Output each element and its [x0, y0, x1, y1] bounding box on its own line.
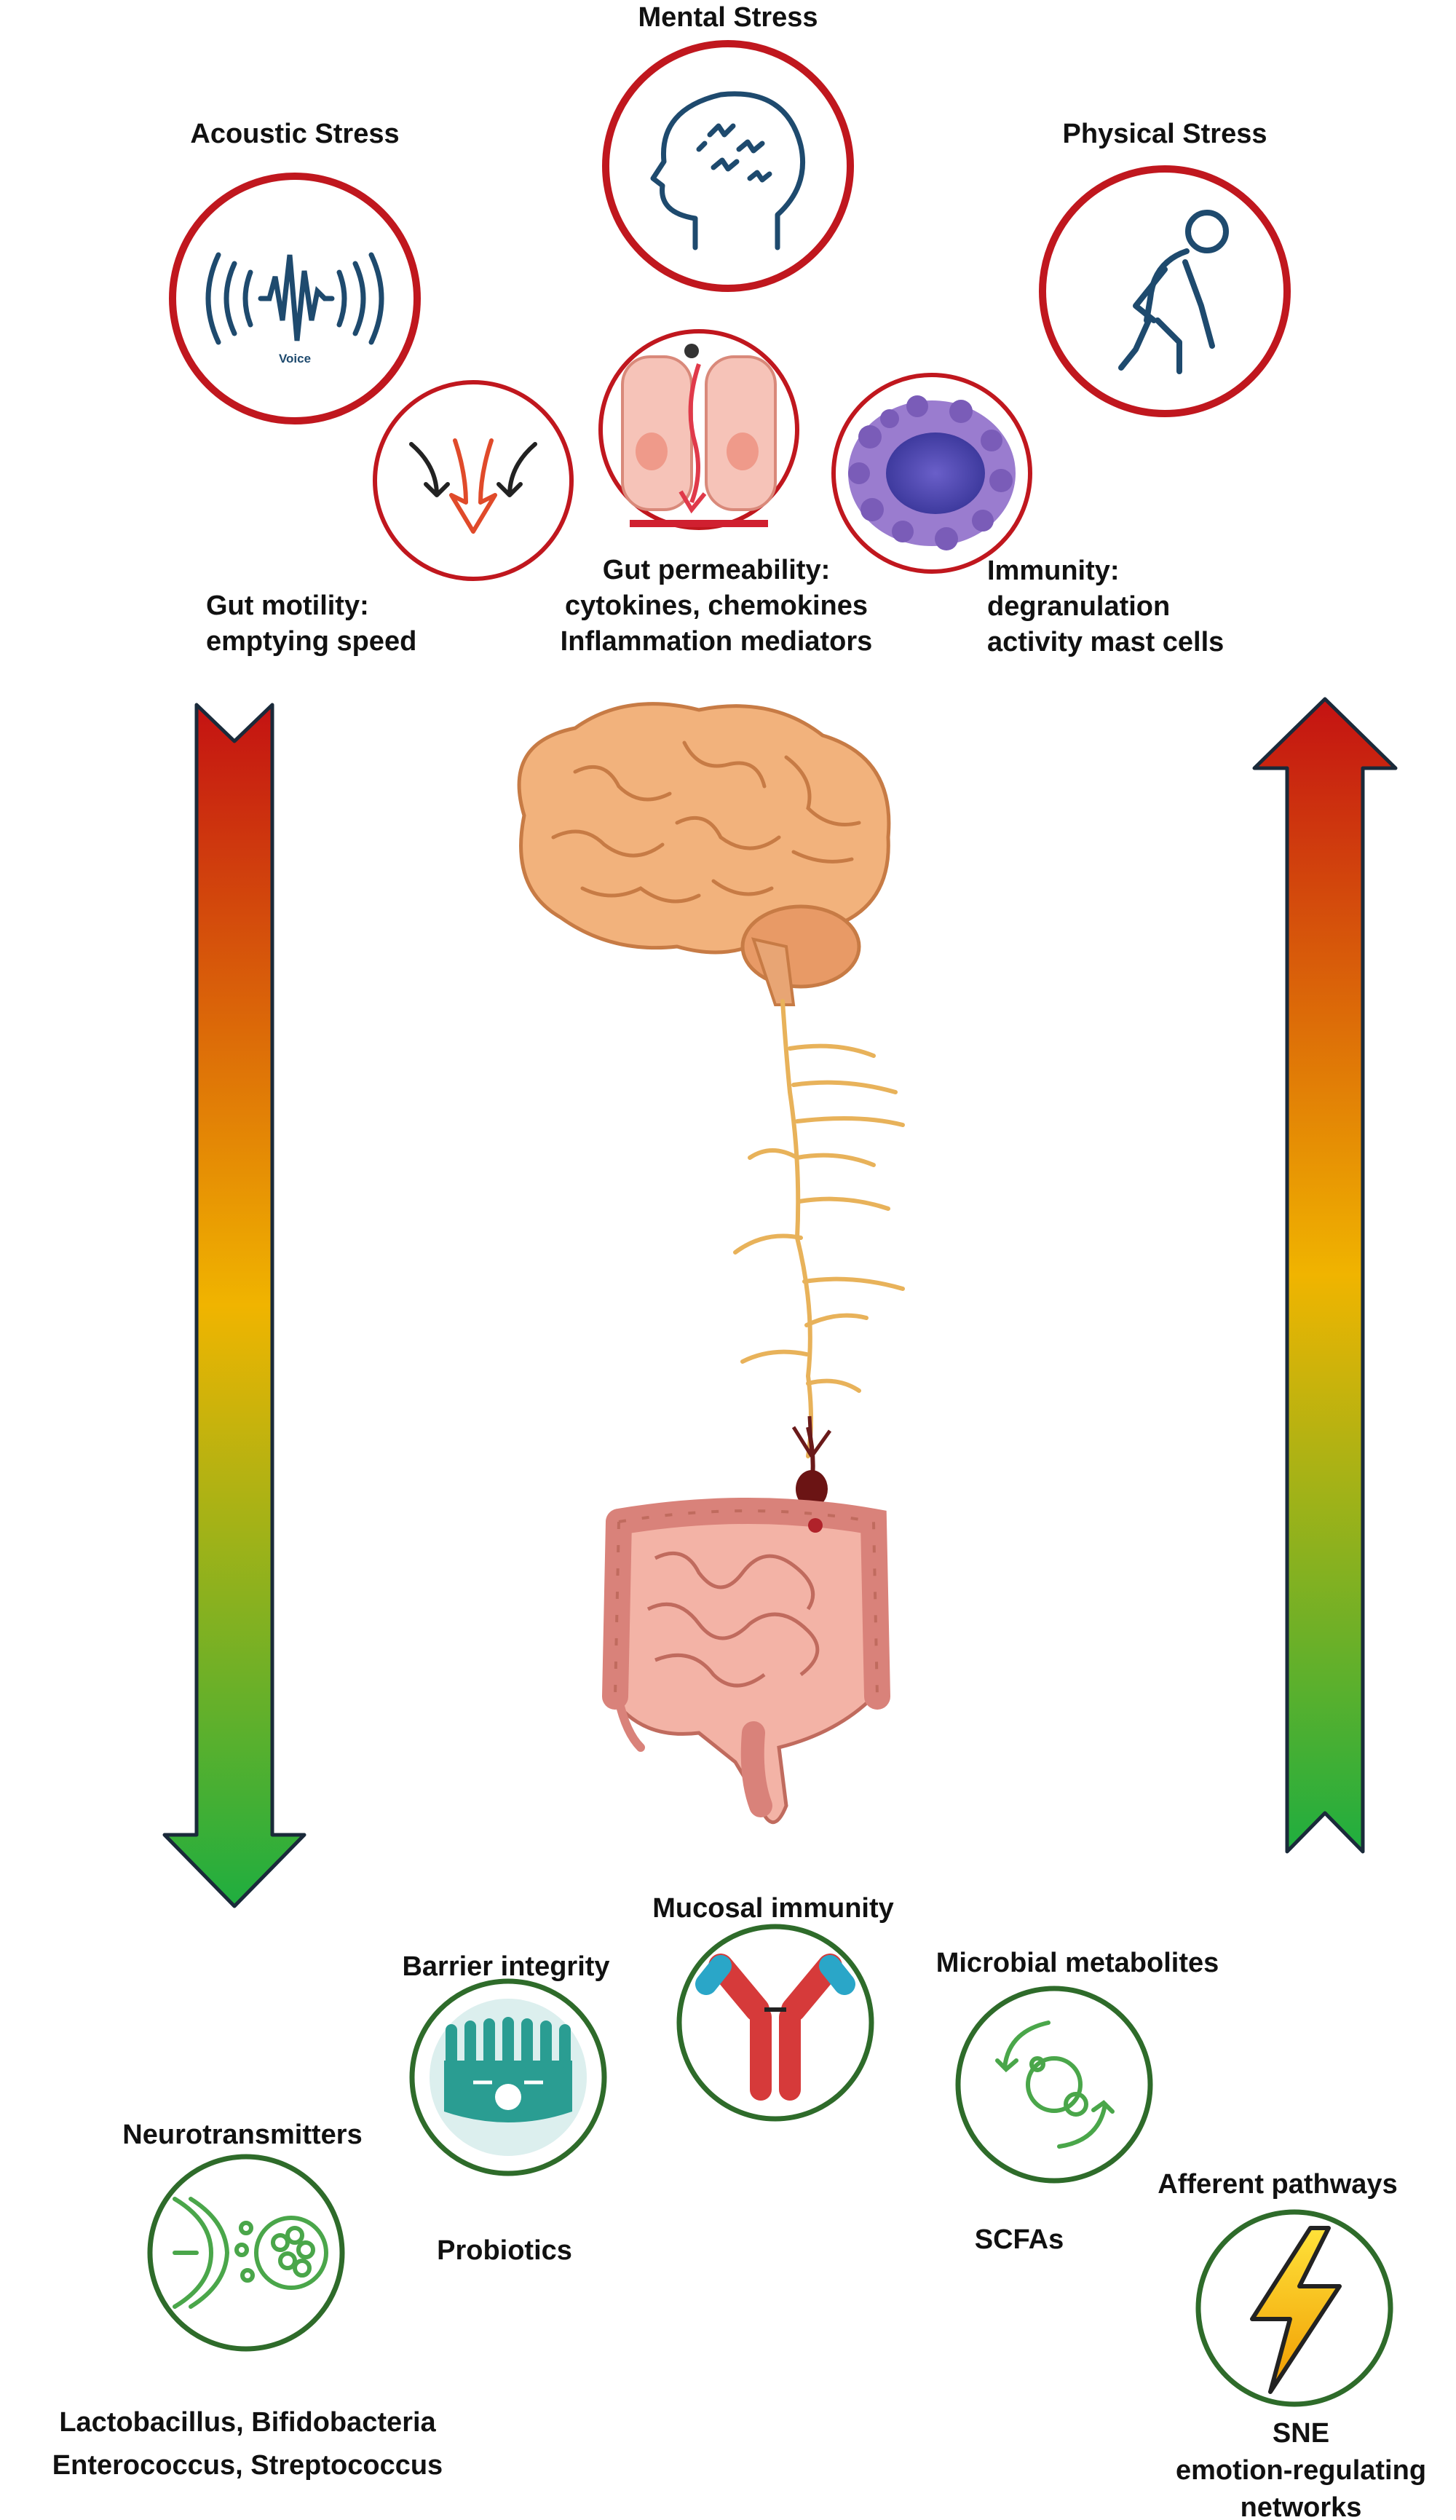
- epithelium-icon: [621, 344, 777, 527]
- probiotics-label: Probiotics: [437, 2235, 572, 2266]
- immunity-group: Immunity: degranulation activity mast ce…: [831, 373, 1224, 657]
- gut-permeability-group: Gut permeability: cytokines, chemokines …: [561, 329, 873, 657]
- mental-stress-label: Mental Stress: [638, 2, 818, 33]
- gut-permeability-line-3: Inflammation mediators: [561, 626, 873, 657]
- mucosal-immunity-group: Mucosal immunity: [652, 1893, 894, 2122]
- immunity-line-1: Immunity:: [987, 556, 1120, 586]
- gut-motility-circle: [373, 380, 574, 581]
- upward-arrow: [1252, 697, 1398, 1854]
- barrier-integrity-label: Barrier integrity: [402, 1951, 609, 1982]
- metabolite-cycle-icon: [995, 2021, 1115, 2149]
- mast-cell-icon: [848, 395, 1016, 550]
- microbial-metabolites-circle: [955, 1986, 1153, 2184]
- head-stress-icon: [650, 91, 806, 250]
- gut-motility-group: Gut motility: emptying speed: [206, 380, 574, 657]
- gut-permeability-line-1: Gut permeability:: [603, 555, 831, 585]
- converging-arrows-icon: [409, 438, 537, 534]
- afferent-pathways-label: Afferent pathways: [1158, 2169, 1397, 2200]
- afferent-pathways-group: Afferent pathways: [1158, 2169, 1398, 2407]
- physical-stress-label: Physical Stress: [1063, 119, 1267, 149]
- sne-line-2: emotion-regulating: [1176, 2455, 1426, 2486]
- mucosal-immunity-circle: [676, 1924, 874, 2122]
- lightning-icon: [1250, 2226, 1342, 2394]
- voice-caption: Voice: [279, 352, 311, 366]
- downward-arrow: [162, 703, 306, 1908]
- intestine-icon: [602, 1498, 890, 1824]
- neurotransmitters-group: Neurotransmitters: [122, 2120, 363, 2352]
- antibody-icon: [695, 1954, 855, 2101]
- scfas-label: SCFAs: [975, 2224, 1064, 2255]
- sne-line-1: SNE: [1273, 2418, 1329, 2449]
- gut-permeability-line-2: cytokines, chemokines: [565, 590, 868, 621]
- bacteria-line-2: Enterococcus, Streptococcus: [52, 2450, 443, 2481]
- gut-motility-line-1: Gut motility:: [206, 590, 369, 621]
- brain-icon: [517, 702, 891, 1006]
- acoustic-stress-group: Acoustic Stress Voice: [169, 119, 421, 424]
- tired-person-icon: [1118, 210, 1229, 374]
- microbial-metabolites-group: Microbial metabolites: [936, 1948, 1219, 2184]
- barrier-integrity-group: Barrier integrity: [402, 1951, 610, 2176]
- sound-wave-icon: [205, 252, 384, 345]
- immunity-line-3: activity mast cells: [987, 627, 1224, 657]
- neurotransmitters-label: Neurotransmitters: [122, 2120, 362, 2150]
- bacteria-line-1: Lactobacillus, Bifidobacteria: [59, 2407, 436, 2438]
- vagus-nerve-icon: [733, 999, 905, 1458]
- microbial-metabolites-label: Microbial metabolites: [936, 1948, 1219, 1978]
- mental-stress-group: Mental Stress: [602, 2, 854, 292]
- gut-motility-line-2: emptying speed: [206, 626, 416, 657]
- immunity-line-2: degranulation: [987, 591, 1170, 622]
- sne-line-3: networks: [1241, 2492, 1362, 2520]
- synapse-icon: [173, 2197, 328, 2309]
- villi-icon: [430, 1999, 587, 2156]
- physical-stress-circle: [1039, 165, 1291, 417]
- acoustic-stress-label: Acoustic Stress: [190, 119, 399, 149]
- mucosal-immunity-label: Mucosal immunity: [652, 1893, 894, 1924]
- physical-stress-group: Physical Stress: [1039, 119, 1291, 417]
